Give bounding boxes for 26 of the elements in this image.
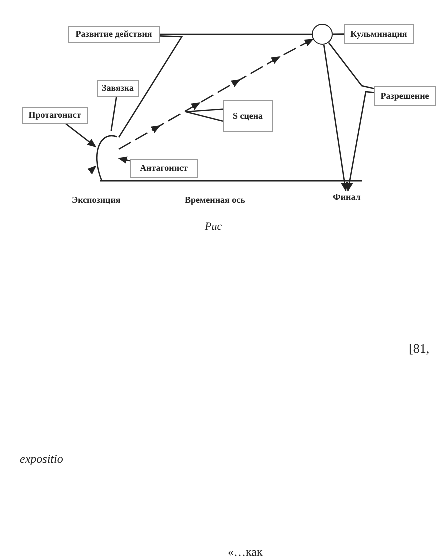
text-fragment: [81,: [409, 341, 430, 357]
label-box: Развитие действия: [68, 26, 160, 43]
label-box: Завязка: [97, 80, 139, 97]
arrow: [87, 166, 97, 175]
connector-line: [333, 34, 344, 36]
text-fragment: expositio: [20, 452, 64, 467]
text-fragment: «…как: [228, 545, 263, 559]
connector-line: [118, 36, 184, 138]
axis-label: Временная ось: [185, 195, 246, 205]
arrow: [66, 123, 97, 148]
label-box: Кульминация: [344, 24, 414, 44]
arrow: [118, 38, 314, 150]
label-box: S сцена: [223, 100, 273, 132]
arrow: [323, 44, 348, 192]
arrow: [118, 156, 130, 164]
label-box: Протагонист: [22, 107, 88, 124]
connector-line: [110, 96, 118, 132]
axis-label: Экспозиция: [72, 195, 121, 205]
axis-label: Финал: [332, 191, 362, 204]
label-box: Разрешение: [374, 86, 436, 106]
climax-circle: [312, 24, 333, 45]
arrow: [346, 91, 374, 192]
connector-line: [160, 34, 312, 36]
label-box: Антагонист: [130, 159, 198, 178]
figure-caption: Рис: [205, 221, 222, 233]
connector-line: [328, 42, 374, 90]
